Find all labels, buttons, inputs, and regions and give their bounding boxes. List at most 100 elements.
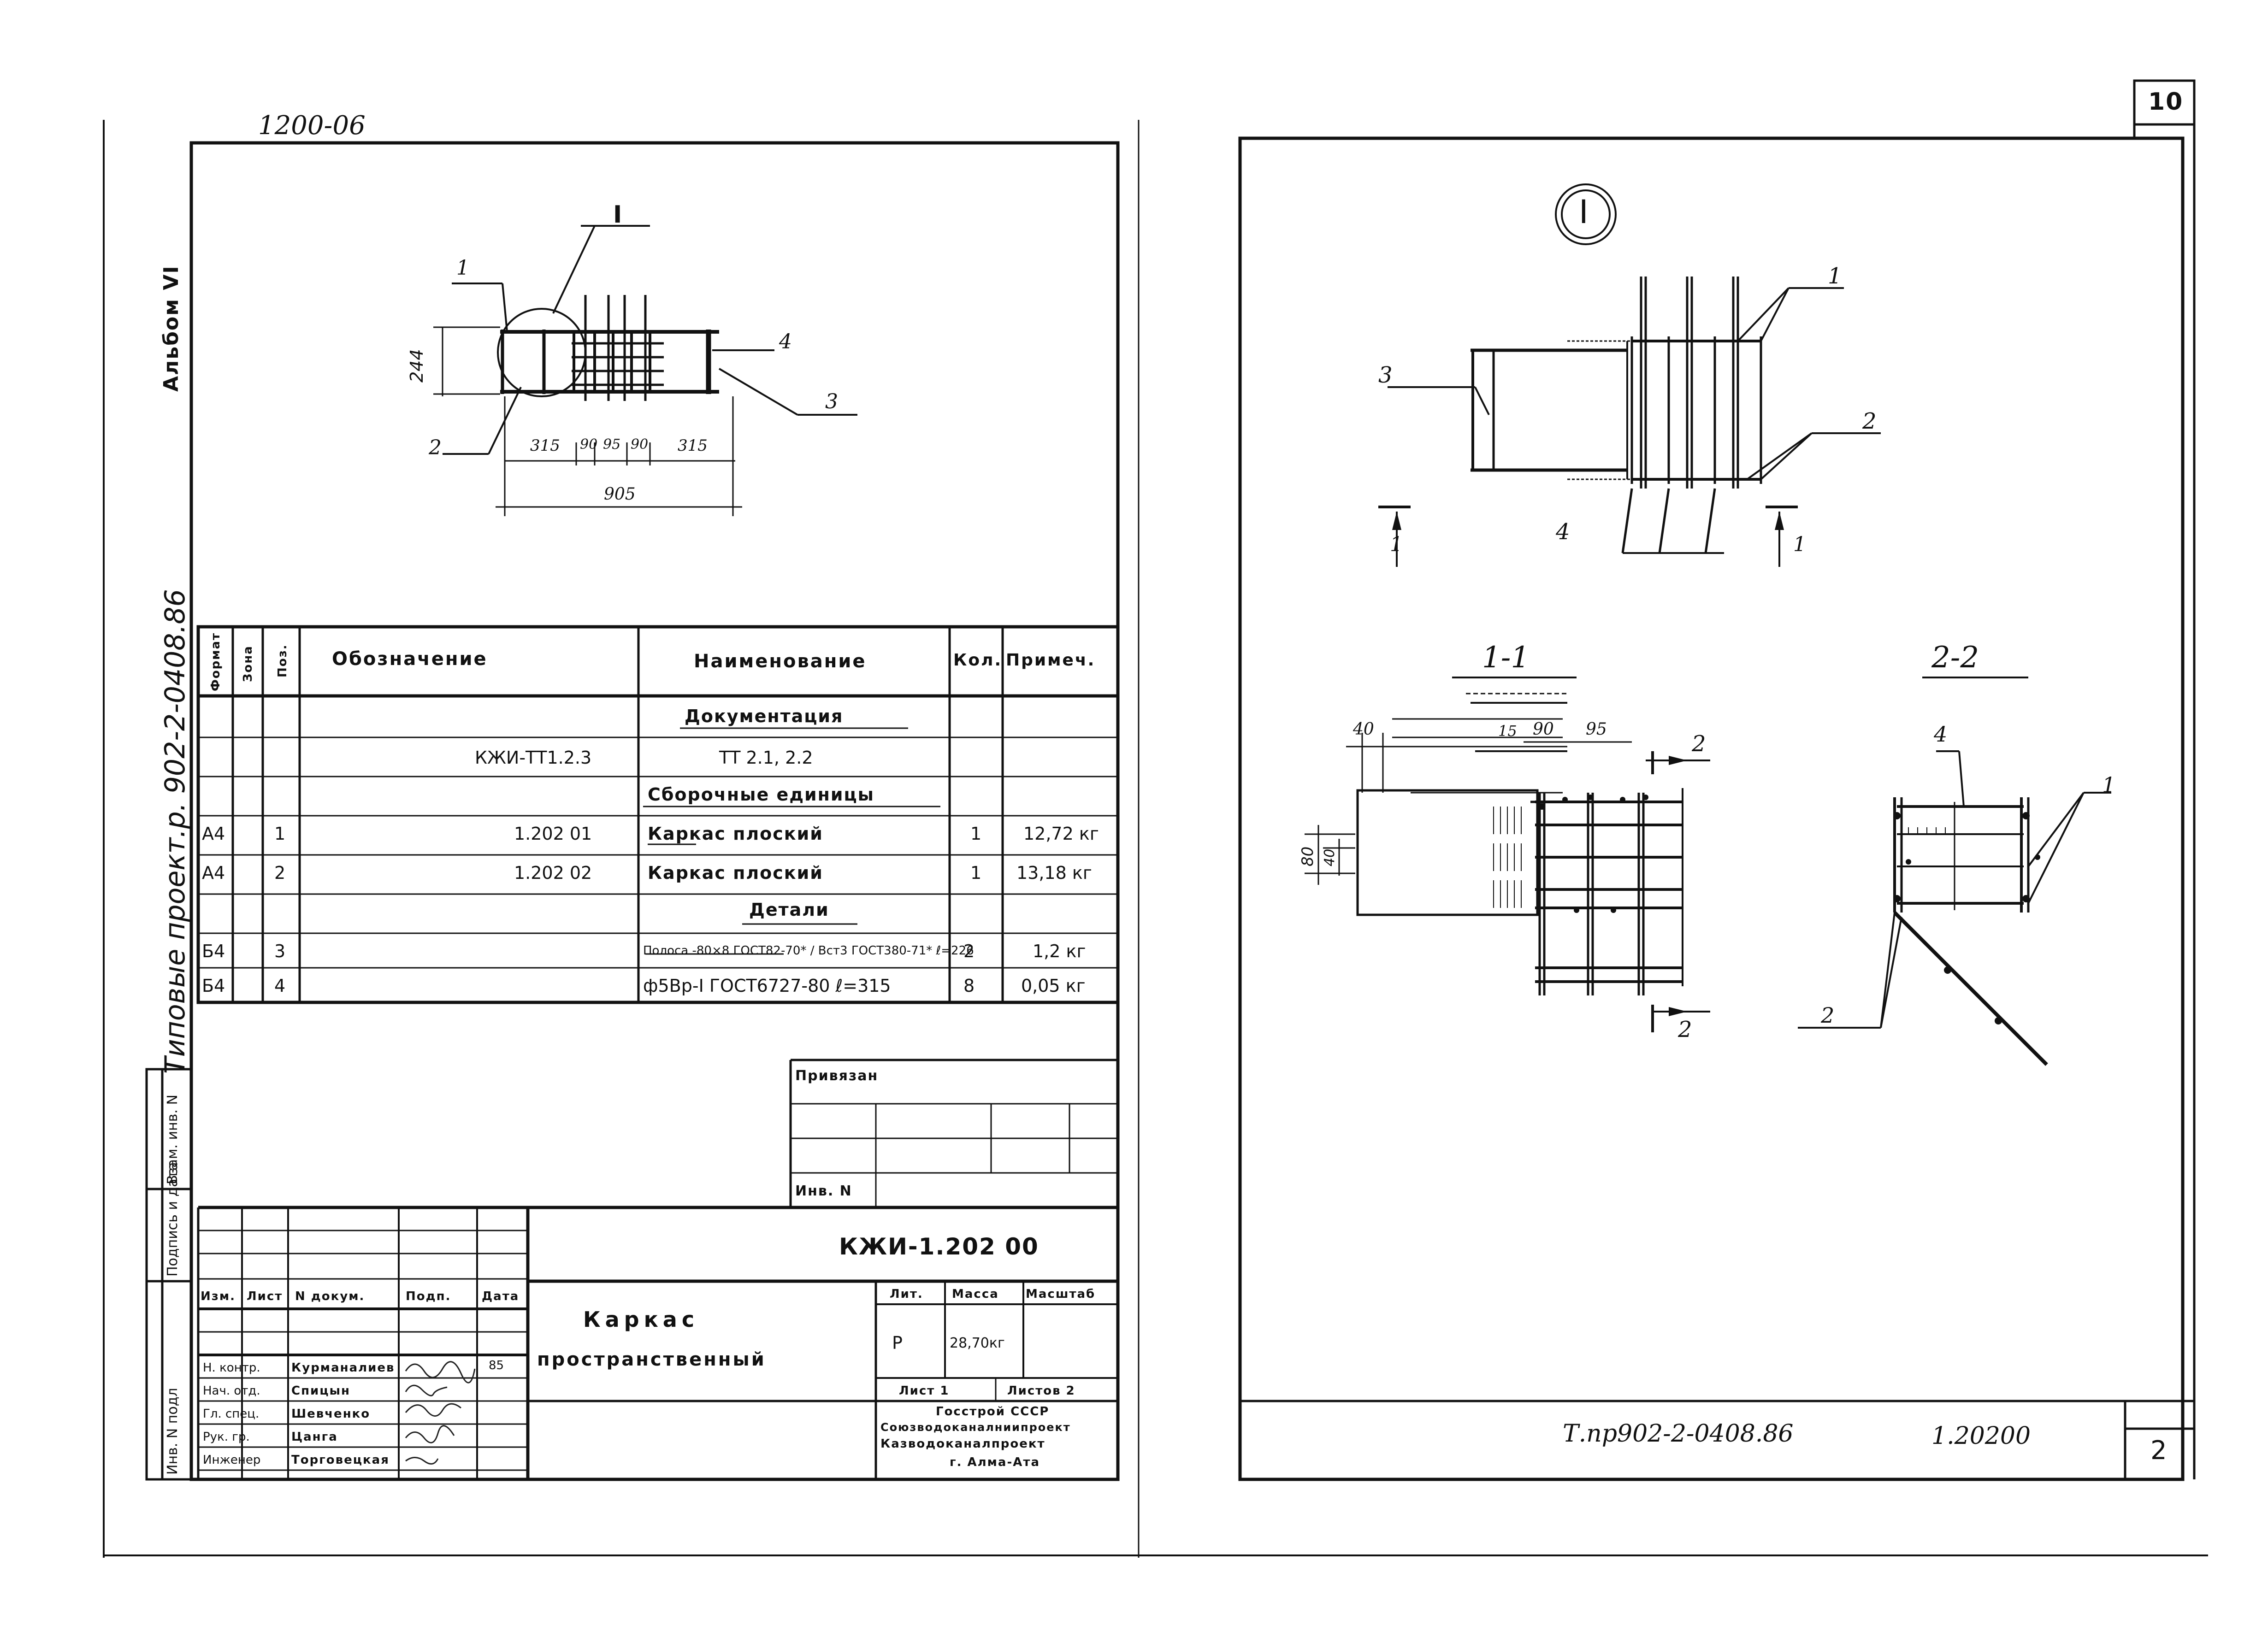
title-org-line: Госстрой СССР bbox=[936, 1405, 1050, 1419]
spec-row-format: А4 bbox=[202, 824, 225, 844]
title-lit-value: Р bbox=[892, 1333, 903, 1353]
title-mass-label: Масса bbox=[952, 1287, 999, 1301]
dim-15: 15 bbox=[1498, 722, 1517, 740]
staff-role: Рук. гр. bbox=[203, 1430, 250, 1444]
spec-header-qty: Кол. bbox=[953, 651, 1003, 670]
sheet-corner-number: 10 bbox=[2148, 88, 2184, 116]
spec-row-name: Каркас плоский bbox=[648, 863, 823, 883]
spec-row-heading: Документация bbox=[685, 706, 844, 726]
title-org-line: Казводоканалпроект bbox=[880, 1437, 1045, 1451]
title-lit-label: Лит. bbox=[890, 1287, 923, 1301]
title-col-doc: N докум. bbox=[295, 1289, 365, 1303]
title-name-line2: пространственный bbox=[537, 1349, 766, 1370]
spec-row-code: 1.202 02 bbox=[514, 863, 592, 883]
dim-90: 90 bbox=[1533, 720, 1554, 739]
spec-header-note: Примеч. bbox=[1006, 651, 1096, 670]
spec-row-name: Каркас плоский bbox=[648, 824, 823, 844]
title-col-list: Лист bbox=[247, 1289, 283, 1303]
right-leader-1: 1 bbox=[1828, 263, 1842, 289]
footer-project: Т.пр902-2-0408.86 bbox=[1563, 1420, 1794, 1448]
overview-dim-315b: 315 bbox=[678, 436, 708, 455]
overview-detail-label: I bbox=[613, 201, 623, 229]
footer-code: 1.20200 bbox=[1931, 1422, 2031, 1450]
staff-name: Курманалиев bbox=[291, 1361, 395, 1375]
overview-dim-90b: 90 bbox=[631, 436, 649, 453]
spec-row-heading: Детали bbox=[749, 900, 829, 920]
title-col-sign: Подп. bbox=[406, 1289, 451, 1303]
right-leader-3: 3 bbox=[1378, 362, 1393, 388]
sheet-number: 2 bbox=[2150, 1436, 2167, 1466]
spec-row-pos: 4 bbox=[274, 976, 286, 996]
title-sheet: Лист 1 bbox=[899, 1384, 950, 1398]
binding-inv-label: Инв. N подл bbox=[165, 1388, 181, 1475]
title-code: КЖИ-1.202 00 bbox=[839, 1233, 1039, 1260]
overview-dim-height: 244 bbox=[407, 349, 427, 383]
spec-row-format: Б4 bbox=[202, 941, 225, 961]
title-name-line1: Каркас bbox=[583, 1307, 699, 1332]
spec-row-note: 0,05 кг bbox=[1021, 976, 1086, 996]
spec-row-code: 1.202 01 bbox=[514, 824, 592, 844]
right-leader-2: 2 bbox=[1862, 408, 1877, 434]
right-leader-4: 4 bbox=[1556, 519, 1570, 545]
spec-row-format: Б4 bbox=[202, 976, 225, 996]
cut-mark-left: 1 bbox=[1390, 533, 1403, 556]
bound-title: Привязан bbox=[795, 1068, 879, 1084]
spec-row-code: КЖИ-ТТ1.2.3 bbox=[475, 748, 592, 768]
album-label: Альбом VI bbox=[159, 265, 183, 392]
top-left-number: 1200-06 bbox=[258, 111, 366, 141]
dim-95: 95 bbox=[1586, 720, 1607, 739]
spec-row-name: ф5Вр-I ГОСТ6727-80 ℓ=315 bbox=[643, 976, 891, 996]
spec-row-format: А4 bbox=[202, 863, 225, 883]
spec-row-note: 13,18 кг bbox=[1016, 863, 1092, 883]
spec-row-note: 1,2 кг bbox=[1033, 941, 1086, 961]
overview-leader-1: 1 bbox=[456, 256, 469, 280]
overview-dim-315a: 315 bbox=[530, 436, 560, 455]
spec-row-pos: 2 bbox=[274, 863, 286, 883]
bound-inv: Инв. N bbox=[795, 1183, 852, 1199]
title-mass-value: 28,70кг bbox=[950, 1335, 1005, 1351]
spec-header-pos: Поз. bbox=[276, 644, 289, 677]
title-col-date: Дата bbox=[482, 1289, 520, 1303]
dim-40b: 40 bbox=[1322, 848, 1338, 866]
spec-row-pos: 1 bbox=[274, 824, 286, 844]
cut-mark-2-bottom: 2 bbox=[1678, 1017, 1692, 1042]
spec-row-note: 12,72 кг bbox=[1023, 824, 1099, 844]
spec-header-zone: Зона bbox=[241, 645, 255, 682]
spec-header-name: Наименование bbox=[694, 651, 867, 672]
cut-mark-2-top: 2 bbox=[1692, 731, 1706, 757]
overview-dim-total: 905 bbox=[604, 485, 636, 504]
spec-row-qty: 8 bbox=[963, 976, 975, 996]
staff-name: Цанга bbox=[291, 1430, 338, 1444]
section-2-2-title: 2-2 bbox=[1931, 641, 1979, 675]
overview-leader-2: 2 bbox=[429, 436, 442, 459]
spec-row-name: ТТ 2.1, 2.2 bbox=[719, 748, 813, 768]
staff-role: Инженер bbox=[203, 1453, 261, 1467]
title-sheets: Листов 2 bbox=[1007, 1384, 1075, 1398]
title-scale-label: Масштаб bbox=[1026, 1287, 1096, 1301]
staff-name: Торговецкая bbox=[291, 1453, 390, 1467]
section22-leader-2: 2 bbox=[1821, 1003, 1835, 1028]
cut-mark-right: 1 bbox=[1793, 533, 1806, 556]
spec-row-qty: 1 bbox=[970, 863, 982, 883]
spec-header-format: Формат bbox=[209, 632, 223, 691]
staff-name: Шевченко bbox=[291, 1407, 371, 1421]
spec-row-qty: 2 bbox=[963, 941, 975, 961]
overview-dim-95: 95 bbox=[603, 436, 621, 453]
staff-role: Нач. отд. bbox=[203, 1384, 260, 1398]
overview-dim-90a: 90 bbox=[580, 436, 598, 453]
title-col-izm: Изм. bbox=[201, 1289, 236, 1303]
overview-leader-4: 4 bbox=[779, 330, 792, 353]
side-project-label: Типовые проект.р. 902-2-0408.86 bbox=[159, 589, 191, 1074]
title-org-line: Союзводоканалниипроект bbox=[880, 1421, 1071, 1434]
staff-role: Н. контр. bbox=[203, 1361, 260, 1375]
spec-row-pos: 3 bbox=[274, 941, 286, 961]
staff-name: Спицын bbox=[291, 1384, 351, 1398]
spec-row-name: Полоса -80×8 ГОСТ82-70* / Вст3 ГОСТ380-7… bbox=[643, 944, 974, 958]
spec-header-code: Обозначение bbox=[332, 648, 488, 670]
detail-i-label: I bbox=[1579, 193, 1589, 231]
staff-date: 85 bbox=[489, 1359, 504, 1372]
section-1-1-title: 1-1 bbox=[1482, 641, 1530, 675]
overview-leader-3: 3 bbox=[825, 390, 838, 413]
spec-row-qty: 1 bbox=[970, 824, 982, 844]
dim-80: 80 bbox=[1299, 846, 1317, 866]
